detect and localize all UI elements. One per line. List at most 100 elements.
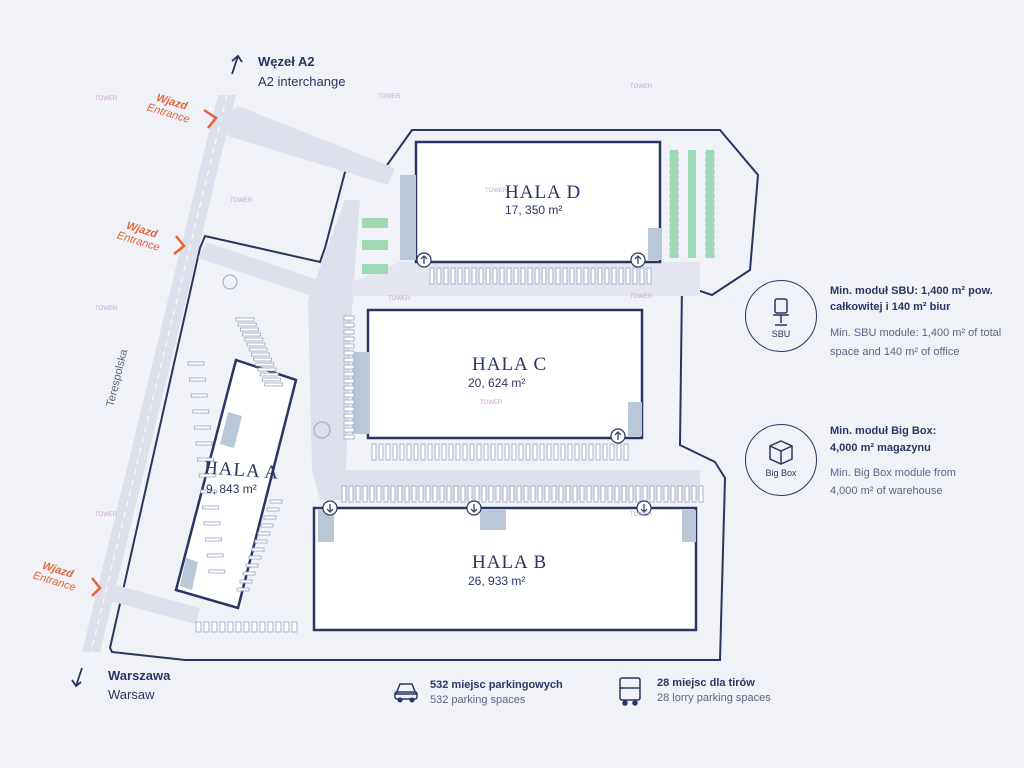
sbu-badge-label: SBU xyxy=(771,329,791,339)
bigbox-badge: Big Box xyxy=(745,424,817,496)
parking-space xyxy=(239,579,253,584)
parking-space xyxy=(611,267,617,285)
parking-space xyxy=(257,367,277,372)
parking-space xyxy=(239,327,259,332)
parking-space xyxy=(632,267,638,285)
parking-space xyxy=(376,485,382,503)
watermark: TOWER xyxy=(480,400,503,406)
parking-space xyxy=(203,521,221,526)
parking-space xyxy=(427,443,433,461)
parking-space xyxy=(200,489,218,494)
hala-d-name: HALA D xyxy=(505,182,582,203)
parking-space xyxy=(642,485,648,503)
parking-space xyxy=(490,443,496,461)
parking-space xyxy=(235,317,255,322)
hala-c-area: 20, 624 m² xyxy=(468,376,526,390)
south-direction-sublabel: Warsaw xyxy=(108,687,155,702)
office-chair-icon xyxy=(773,298,789,326)
dock-door-arrow xyxy=(640,504,648,513)
sbu-info-pl-1: Min. moduł SBU: 1,400 m² pow. xyxy=(830,285,993,297)
parking-space xyxy=(257,531,271,536)
parking-space xyxy=(509,485,515,503)
parking-space xyxy=(255,362,275,367)
parking-space xyxy=(411,485,417,503)
bigbox-info-pl-1: Min. moduł Big Box: xyxy=(830,425,937,437)
parking-space xyxy=(413,443,419,461)
parking-space xyxy=(698,485,704,503)
parking-space xyxy=(343,399,355,405)
parking-space xyxy=(499,267,505,285)
parking-space xyxy=(343,322,355,328)
parking-space xyxy=(203,621,210,633)
package-box-icon xyxy=(769,440,793,465)
parking-space xyxy=(253,357,273,362)
hala-b-name: HALA B xyxy=(472,552,548,573)
parking-space xyxy=(341,485,347,503)
parking-space xyxy=(219,621,226,633)
parking-space xyxy=(418,485,424,503)
parking-space xyxy=(251,547,265,552)
parking-space xyxy=(369,485,375,503)
parking-space xyxy=(513,267,519,285)
parking-space xyxy=(555,267,561,285)
parking-space xyxy=(244,337,264,342)
parking-space xyxy=(343,329,355,335)
watermark: TOWER xyxy=(95,512,118,518)
parking-space xyxy=(551,485,557,503)
parking-space xyxy=(248,347,268,352)
parking-space xyxy=(691,485,697,503)
bigbox-badge-label: Big Box xyxy=(765,468,797,478)
parking-space xyxy=(590,267,596,285)
parking-space xyxy=(562,267,568,285)
site-boundary xyxy=(108,129,760,661)
parking-space xyxy=(448,443,454,461)
bigbox-info-en-2: 4,000 m² of warehouse xyxy=(830,485,943,497)
parking-space xyxy=(455,443,461,461)
parking-space xyxy=(343,427,355,433)
parking-space xyxy=(211,621,218,633)
parking-space xyxy=(495,485,501,503)
parking-space xyxy=(343,434,355,440)
watermark: TOWER xyxy=(378,94,401,100)
entrance-chevron-icon xyxy=(203,108,218,129)
parking-space xyxy=(399,443,405,461)
watermark: TOWER xyxy=(230,198,253,204)
sbu-info-pl-2: całkowitej i 140 m² biur xyxy=(830,301,951,313)
parking-space xyxy=(392,443,398,461)
parking-space xyxy=(243,621,250,633)
parking-space xyxy=(343,357,355,363)
parking-space xyxy=(497,443,503,461)
access-road-north xyxy=(220,106,395,185)
parking-space xyxy=(242,332,262,337)
car-icon xyxy=(394,683,418,703)
parking-space xyxy=(488,485,494,503)
parking-space xyxy=(523,485,529,503)
parking-space xyxy=(471,267,477,285)
parking-space xyxy=(492,267,498,285)
parking-space xyxy=(261,377,281,382)
parking-space xyxy=(397,485,403,503)
parking-space xyxy=(362,485,368,503)
hala-c-building xyxy=(366,308,644,440)
parking-space xyxy=(208,569,226,574)
watermark: TOWER xyxy=(630,512,653,518)
entrance-chevron-icon xyxy=(91,577,102,597)
parking-space xyxy=(264,382,284,387)
parking-space xyxy=(446,485,452,503)
hala-a-area: 9, 843 m² xyxy=(206,482,257,496)
parking-space xyxy=(532,443,538,461)
dock-door-arrow xyxy=(420,255,428,264)
watermark: TOWER xyxy=(95,96,118,102)
parking-space xyxy=(469,443,475,461)
parking-space xyxy=(343,371,355,377)
parking-space xyxy=(534,267,540,285)
parking-space xyxy=(254,539,268,544)
parking-space xyxy=(429,267,435,285)
parking-space xyxy=(560,443,566,461)
parking-space xyxy=(569,267,575,285)
parking-space xyxy=(385,443,391,461)
truck-bays-green xyxy=(362,150,714,274)
parking-space xyxy=(567,443,573,461)
parking-space xyxy=(343,336,355,342)
arrow-down-left-icon xyxy=(71,667,83,688)
